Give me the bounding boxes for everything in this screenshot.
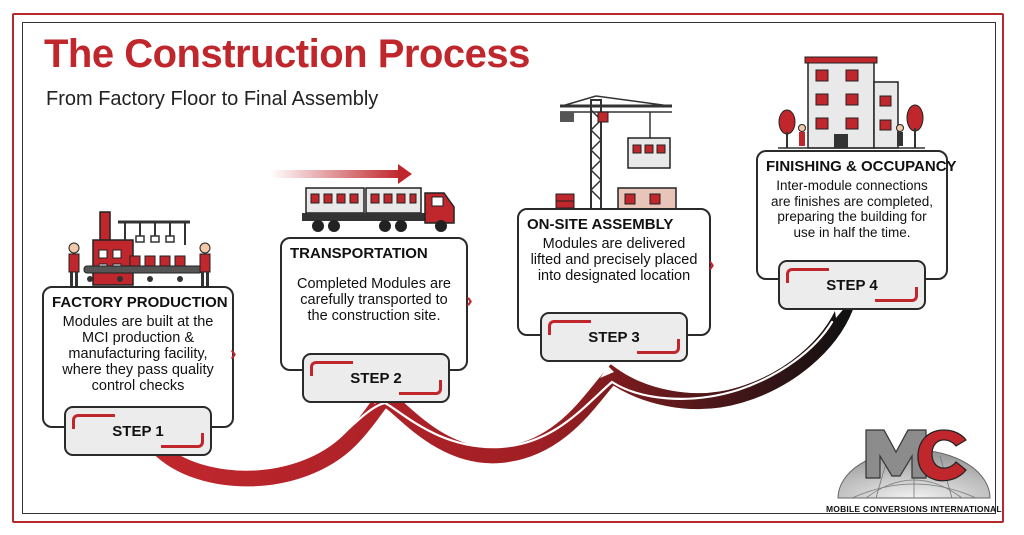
card-factory-production: FACTORY PRODUCTION Modules are built at … <box>42 286 234 428</box>
process-curve <box>150 300 853 487</box>
step-4-badge: STEP 4 <box>778 260 926 310</box>
mci-logo-icon <box>837 429 991 499</box>
chevron-right-icon: › <box>466 290 473 312</box>
card-finishing-occupancy: FINISHING & OCCUPANCY Inter-module conne… <box>756 150 957 280</box>
step-1-badge: STEP 1 <box>64 406 212 456</box>
card-title: FACTORY PRODUCTION <box>52 294 228 311</box>
page-title: The Construction Process <box>44 32 530 76</box>
inner-border <box>22 22 996 514</box>
step-3-badge: STEP 3 <box>540 312 688 362</box>
card-description: Completed Modules are carefully transpor… <box>297 276 451 324</box>
factory-icon <box>68 211 211 286</box>
company-name: MOBILE CONVERSIONS INTERNATIONAL <box>826 504 1002 514</box>
card-title: ON-SITE ASSEMBLY <box>527 216 674 233</box>
card-transportation: TRANSPORTATION Completed Modules are car… <box>280 237 468 371</box>
chevron-right-icon: › <box>230 343 237 365</box>
arrow-head-icon <box>600 366 614 378</box>
card-description: Inter-module connections are finishes ar… <box>770 178 934 240</box>
chevron-right-icon: › <box>708 254 715 276</box>
card-description: Modules are built at the MCI production … <box>62 314 214 394</box>
step-2-badge: STEP 2 <box>302 353 450 403</box>
building-icon <box>778 56 925 149</box>
truck-icon <box>270 164 455 232</box>
page-subtitle: From Factory Floor to Final Assembly <box>46 88 379 110</box>
card-title: FINISHING & OCCUPANCY <box>766 158 957 175</box>
outer-border <box>12 13 1004 523</box>
card-title: TRANSPORTATION <box>290 245 428 262</box>
card-description: Modules are delivered lifted and precise… <box>530 236 698 284</box>
crane-icon <box>555 95 677 211</box>
